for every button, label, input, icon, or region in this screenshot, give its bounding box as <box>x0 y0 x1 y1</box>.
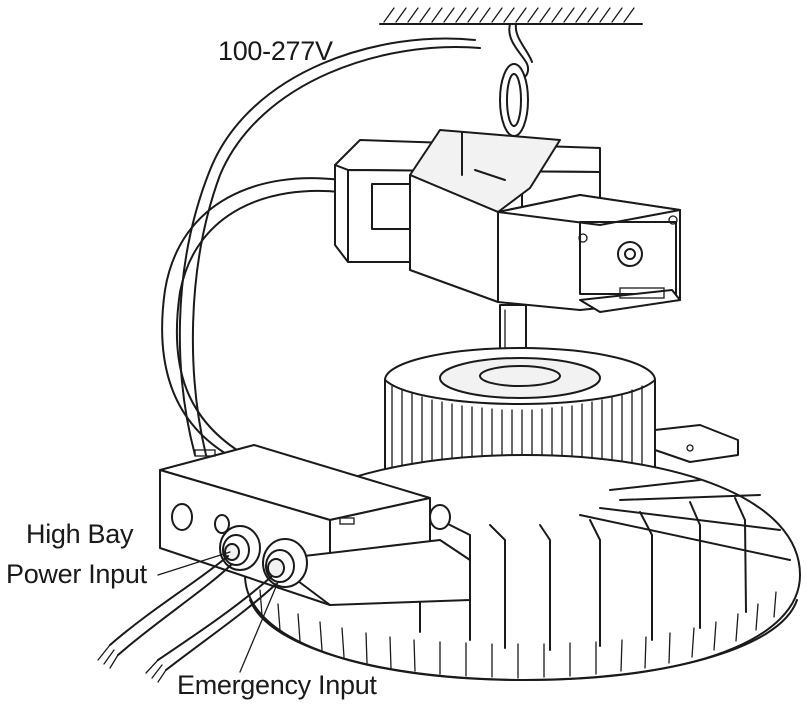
voltage-label: 100-277V <box>218 36 333 66</box>
power-input-wires <box>97 555 233 669</box>
hanging-hook <box>499 23 533 137</box>
emergency-input-wires <box>145 575 277 683</box>
driver-mount-box <box>334 129 681 313</box>
power-input-label-line2: Power Input <box>6 559 147 589</box>
emergency-input-label: Emergency Input <box>177 670 377 700</box>
power-input-label-line1: High Bay <box>26 519 134 549</box>
cable-gland-power <box>219 525 261 571</box>
label-leaders <box>157 551 279 673</box>
mains-power-cord <box>161 37 481 456</box>
cable-gland-emergency <box>262 538 308 588</box>
side-connector-box <box>654 424 739 463</box>
ceiling <box>379 7 643 25</box>
